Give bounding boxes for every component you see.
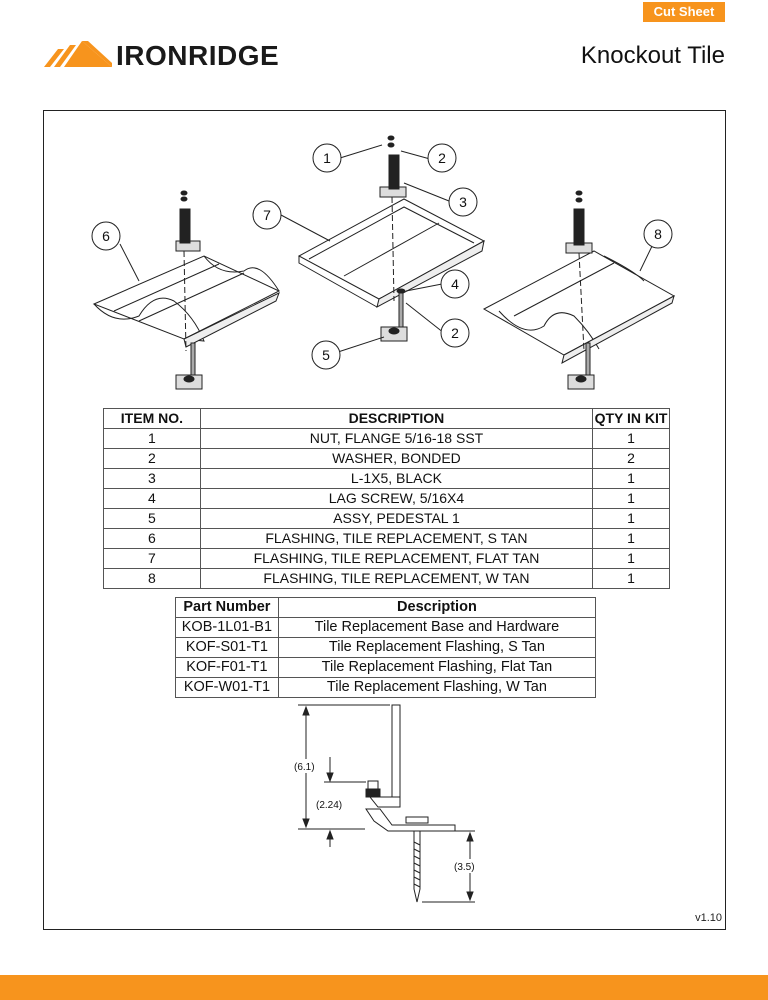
ironridge-logo: IRONRIDGE bbox=[44, 36, 284, 76]
s-tile-flashing-figure bbox=[92, 190, 281, 390]
callout-2-top: 2 bbox=[438, 150, 446, 166]
col-qty: QTY IN KIT bbox=[592, 408, 670, 429]
exploded-assembly-drawing: 1 2 3 7 6 8 4 2 5 bbox=[91, 135, 676, 390]
callout-3: 3 bbox=[459, 194, 467, 210]
flat-tile-flashing-figure bbox=[297, 135, 486, 342]
dimension-base: (2.24) bbox=[316, 800, 342, 811]
dimension-drawing: (6.1) (2.24) (3.5) bbox=[292, 704, 482, 903]
w-tile-flashing-figure bbox=[482, 190, 676, 390]
content-frame bbox=[43, 110, 726, 930]
callout-4: 4 bbox=[451, 276, 459, 292]
callout-7: 7 bbox=[263, 207, 271, 223]
callout-1: 1 bbox=[323, 150, 331, 166]
cut-sheet-badge: Cut Sheet bbox=[643, 2, 725, 22]
callout-5: 5 bbox=[322, 347, 330, 363]
col-description: DESCRIPTION bbox=[199, 408, 594, 429]
version-label: v1.10 bbox=[695, 912, 722, 924]
callout-2-bottom: 2 bbox=[451, 325, 459, 341]
footer-bar bbox=[0, 975, 768, 1000]
page-title: Knockout Tile bbox=[580, 42, 725, 69]
brand-name: IRONRIDGE bbox=[116, 40, 280, 71]
callout-6: 6 bbox=[102, 228, 110, 244]
col-item-no: ITEM NO. bbox=[103, 408, 201, 429]
dimension-height: (6.1) bbox=[294, 762, 315, 773]
logo-mountain-icon bbox=[44, 41, 112, 67]
callout-8: 8 bbox=[654, 226, 662, 242]
col-pn-description: Description bbox=[277, 597, 597, 618]
col-part-number: Part Number bbox=[175, 597, 279, 618]
dimension-screw: (3.5) bbox=[454, 862, 475, 873]
parts-table-header: ITEM NO. DESCRIPTION QTY IN KIT bbox=[103, 408, 670, 429]
part-number-header: Part Number Description bbox=[175, 597, 597, 618]
